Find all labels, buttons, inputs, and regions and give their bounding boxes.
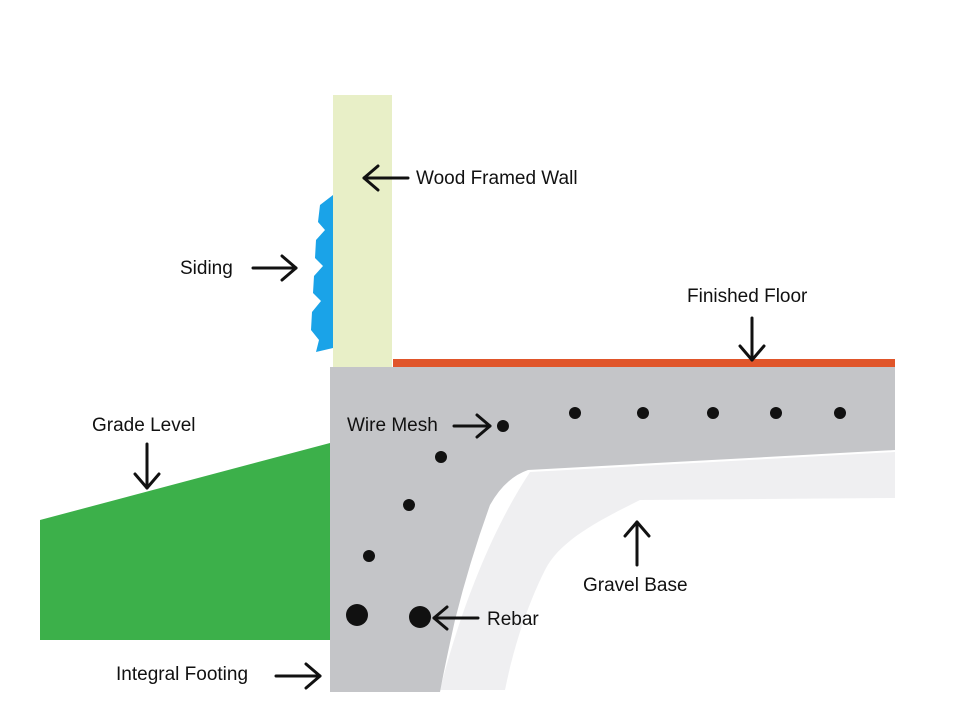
arrow-grade-level: [133, 442, 161, 490]
finished-floor-strip: [393, 359, 895, 367]
label-wire-mesh: Wire Mesh: [347, 415, 438, 436]
wire-mesh-dot: [403, 499, 415, 511]
gravel-base-layer: [440, 452, 895, 690]
wire-mesh-dot: [569, 407, 581, 419]
wire-mesh-dot: [363, 550, 375, 562]
arrow-gravel-base: [623, 520, 651, 567]
label-finished-floor: Finished Floor: [687, 286, 808, 307]
wood-framed-wall: [333, 95, 392, 367]
label-wood-framed-wall: Wood Framed Wall: [416, 168, 578, 189]
rebar-bar: [346, 604, 368, 626]
rebar-bars: [346, 604, 431, 628]
rebar-bar: [409, 606, 431, 628]
wire-mesh-dot: [497, 420, 509, 432]
arrow-wood-framed-wall: [362, 164, 410, 192]
label-rebar: Rebar: [487, 609, 539, 630]
arrow-wire-mesh: [452, 413, 492, 439]
label-siding: Siding: [180, 258, 233, 279]
arrow-integral-footing: [274, 662, 322, 690]
concrete-slab: [330, 367, 895, 692]
wire-mesh-dot: [637, 407, 649, 419]
wire-mesh-dot: [435, 451, 447, 463]
wire-mesh-dot: [707, 407, 719, 419]
arrow-rebar: [432, 605, 480, 631]
label-integral-footing: Integral Footing: [116, 664, 248, 685]
siding-profile: [311, 195, 333, 352]
arrow-siding: [251, 254, 298, 282]
wire-mesh-dot: [834, 407, 846, 419]
wire-mesh-dot: [770, 407, 782, 419]
arrow-finished-floor: [738, 316, 766, 362]
grade-soil: [40, 443, 330, 640]
wire-mesh-dots: [363, 407, 846, 562]
label-gravel-base: Gravel Base: [583, 575, 688, 596]
label-grade-level: Grade Level: [92, 415, 196, 436]
